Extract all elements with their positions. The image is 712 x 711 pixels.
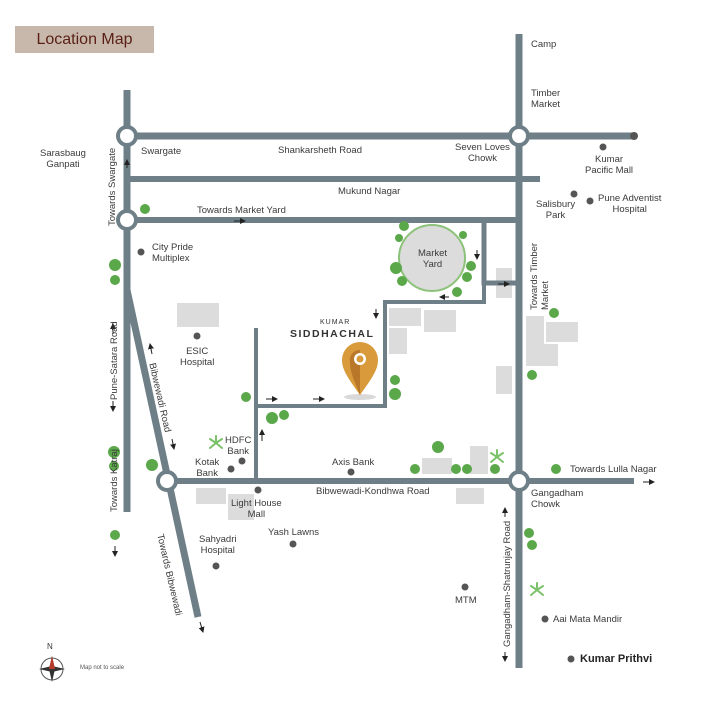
label-kumar-pacific-mall: Kumar Pacific Mall [585, 154, 634, 176]
junction-circles [116, 125, 638, 492]
label-pune-satara-road: Pune-Satara Road [109, 321, 120, 400]
map-title: Location Map [36, 31, 133, 48]
label-siddhachal-brand: SIDDHACHAL [290, 328, 375, 340]
label-mukund-nagar: Mukund Nagar [338, 186, 401, 197]
label-gangadham-shatrunjay-road: Gangadham-Shatrunjay Road [502, 520, 513, 647]
label-pune-adventist-hospital: Pune Adventist Hospital [598, 193, 662, 215]
project-location-pin-icon [342, 342, 378, 400]
label-axis-bank: Axis Bank [332, 457, 375, 468]
label-towards-swargate: Towards Swargate [107, 147, 118, 226]
label-camp: Camp [531, 39, 557, 50]
label-sarasbaug-ganpati: Sarasbaug Ganpati [40, 148, 86, 170]
label-aai-mata-mandir: Aai Mata Mandir [553, 614, 623, 625]
label-yash-lawns: Yash Lawns [268, 527, 320, 538]
label-salisbury-park: Salisbury Park [536, 199, 576, 221]
label-kotak-bank: Kotak Bank [195, 457, 220, 479]
label-sahyadri-hospital: Sahyadri Hospital [199, 534, 237, 556]
label-towards-lulla-nagar: Towards Lulla Nagar [570, 464, 657, 475]
label-swargate: Swargate [141, 146, 182, 157]
label-map-not-to-scale: Map not to scale [80, 665, 125, 671]
label-light-house-mall: Light House Mall [231, 498, 282, 520]
label-esic-hospital: ESIC Hospital [180, 346, 215, 368]
label-towards-timber-market: Towards Timber Market [529, 242, 551, 310]
map-title-box: Location Map [15, 26, 154, 53]
label-shankarsheth-road: Shankarsheth Road [278, 145, 362, 156]
label-city-pride-multiplex: City Pride Multiplex [152, 242, 194, 264]
label-hdfc-bank: HDFC Bank [225, 435, 252, 457]
compass-icon [39, 656, 65, 682]
poi-dots [137, 143, 607, 663]
plant-star-icons [209, 435, 544, 596]
tree-icons [108, 204, 561, 550]
label-north: N [47, 642, 53, 651]
label-gangadham-chowk: Gangadham Chowk [531, 488, 584, 510]
label-seven-loves-chowk: Seven Loves Chowk [455, 142, 510, 164]
label-market-yard: Market Yard [418, 248, 448, 270]
label-kumar-brand-small: KUMAR [320, 319, 351, 326]
building-blocks [177, 268, 578, 520]
label-mtm: MTM [455, 595, 477, 606]
label-timber-market: Timber Market [531, 88, 561, 110]
label-kumar-prithvi: Kumar Prithvi [580, 653, 653, 665]
label-towards-katraj: Towards Katraj [109, 449, 120, 512]
market-yard-circle [398, 224, 466, 292]
direction-arrows [110, 159, 655, 662]
label-towards-market-yard: Towards Market Yard [197, 205, 286, 216]
label-bibwewadi-kondhwa-road: Bibwewadi-Kondhwa Road [316, 486, 430, 497]
